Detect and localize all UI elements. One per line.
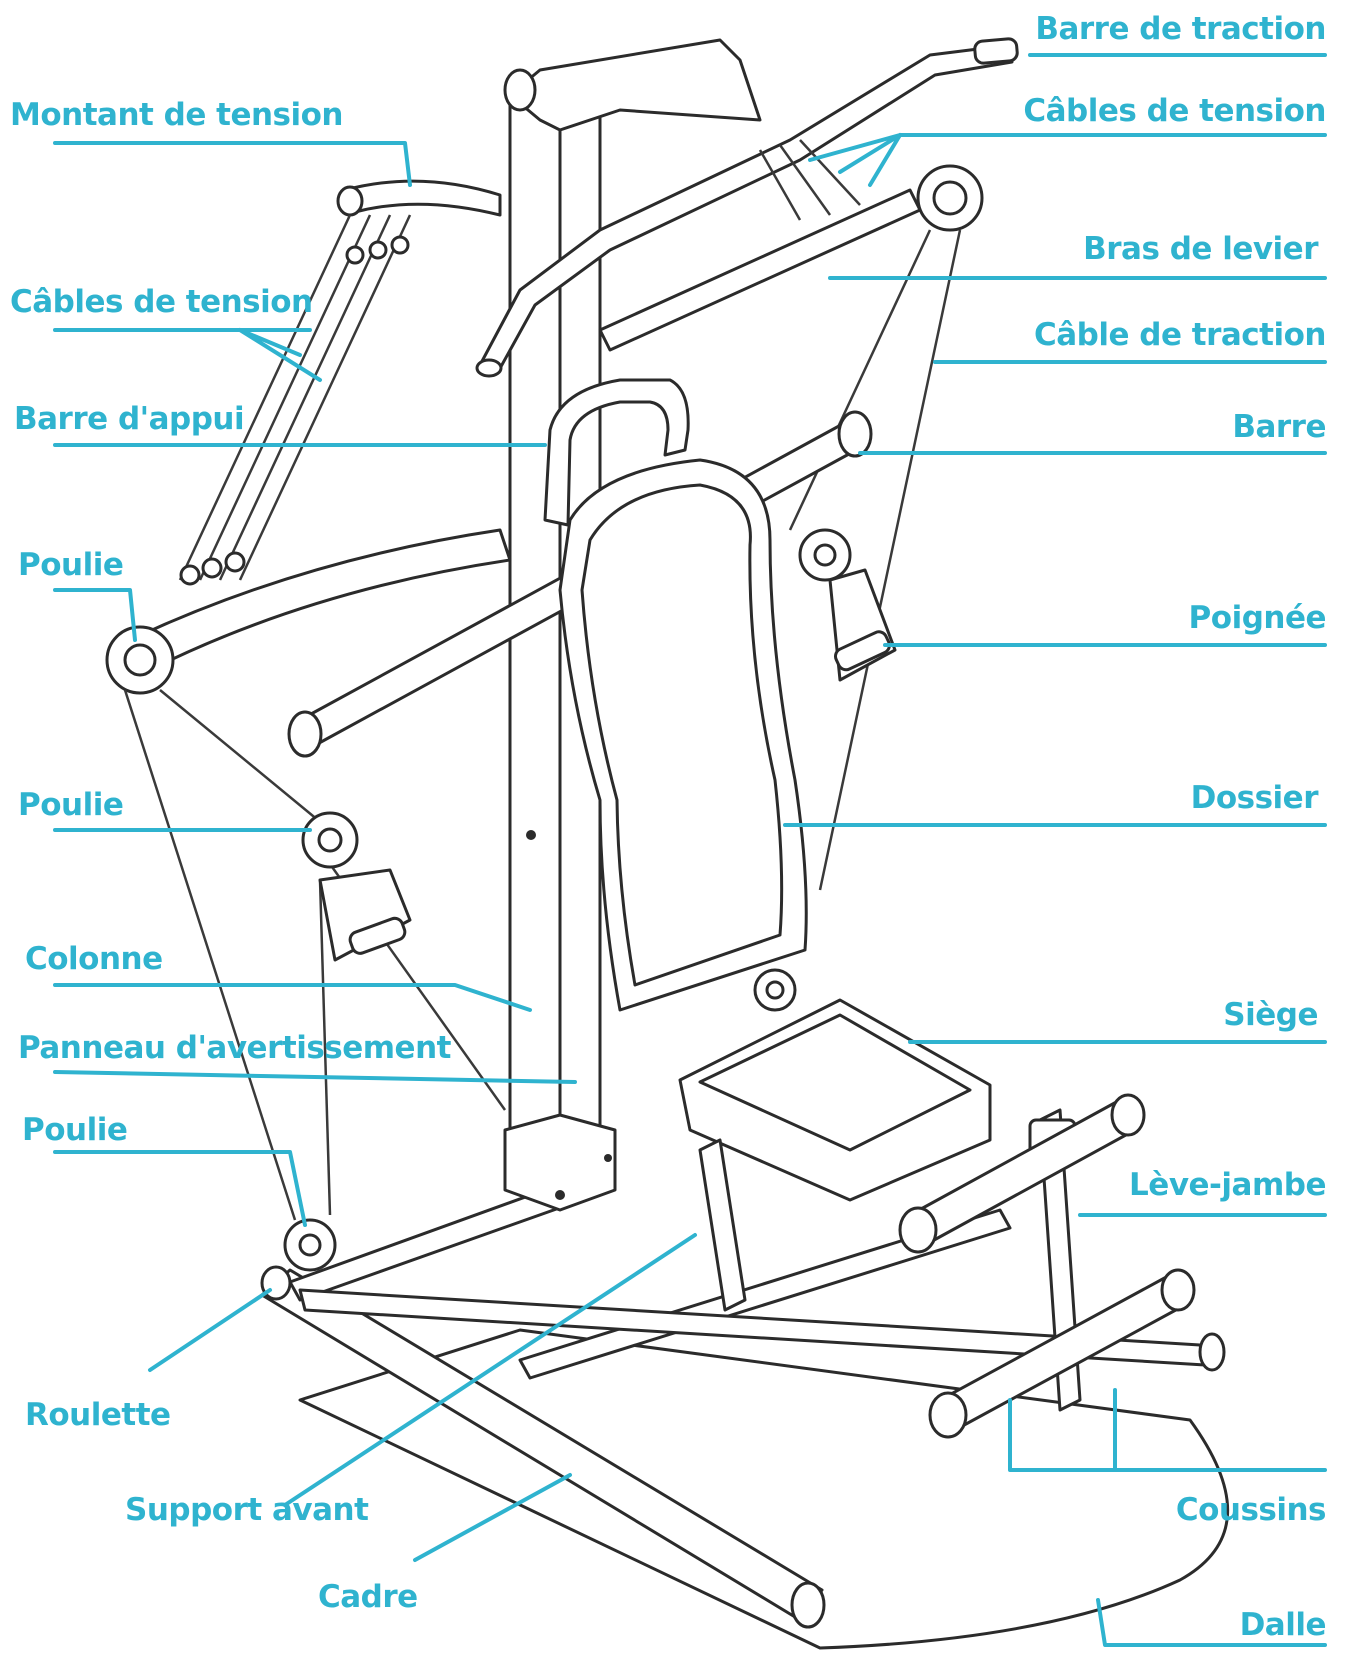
label-siege: Siège (1223, 997, 1318, 1033)
label-poulie-top: Poulie (18, 547, 124, 583)
label-cadre: Cadre (318, 1579, 418, 1615)
label-barre-d-appui: Barre d'appui (14, 401, 245, 437)
label-bras-de-levier: Bras de levier (1083, 231, 1318, 267)
handles (318, 568, 897, 962)
base-frame (260, 1168, 1226, 1629)
label-barre-de-traction: Barre de traction (1035, 11, 1326, 47)
top-housing (508, 38, 762, 132)
label-montant-de-tension: Montant de tension (10, 97, 344, 133)
label-leve-jambe: Lève-jambe (1129, 1167, 1326, 1203)
tension-upright (343, 179, 502, 217)
label-cable-de-traction: Câble de traction (1033, 317, 1327, 353)
left-arm (128, 528, 512, 672)
label-dalle: Dalle (1239, 1607, 1327, 1643)
label-coussins: Coussins (1175, 1492, 1327, 1528)
label-poignee: Poignée (1188, 600, 1327, 636)
label-poulie-bottom: Poulie (22, 1112, 128, 1148)
seat (678, 998, 992, 1202)
label-dossier: Dossier (1190, 780, 1319, 816)
label-cables-de-tension-left: Câbles de tension (10, 284, 313, 320)
pulleys (283, 528, 852, 1272)
right-tension-cables (758, 139, 861, 221)
left-tension-cables (178, 214, 412, 586)
label-cables-de-tension-right: Câbles de tension (1023, 93, 1326, 129)
front-support (698, 1138, 747, 1312)
label-colonne: Colonne (25, 941, 163, 977)
support-handle (543, 378, 690, 527)
leader-lines (53, 53, 1327, 1647)
label-support-avant: Support avant (125, 1492, 369, 1528)
label-poulie-middle: Poulie (18, 787, 124, 823)
label-barre: Barre (1232, 409, 1326, 445)
leg-lifter (898, 1093, 1196, 1439)
pull-up-bar (478, 43, 1014, 374)
main-column (503, 78, 617, 1212)
label-panneau-d-avertissement: Panneau d'avertissement (18, 1030, 451, 1066)
label-roulette: Roulette (25, 1397, 171, 1433)
